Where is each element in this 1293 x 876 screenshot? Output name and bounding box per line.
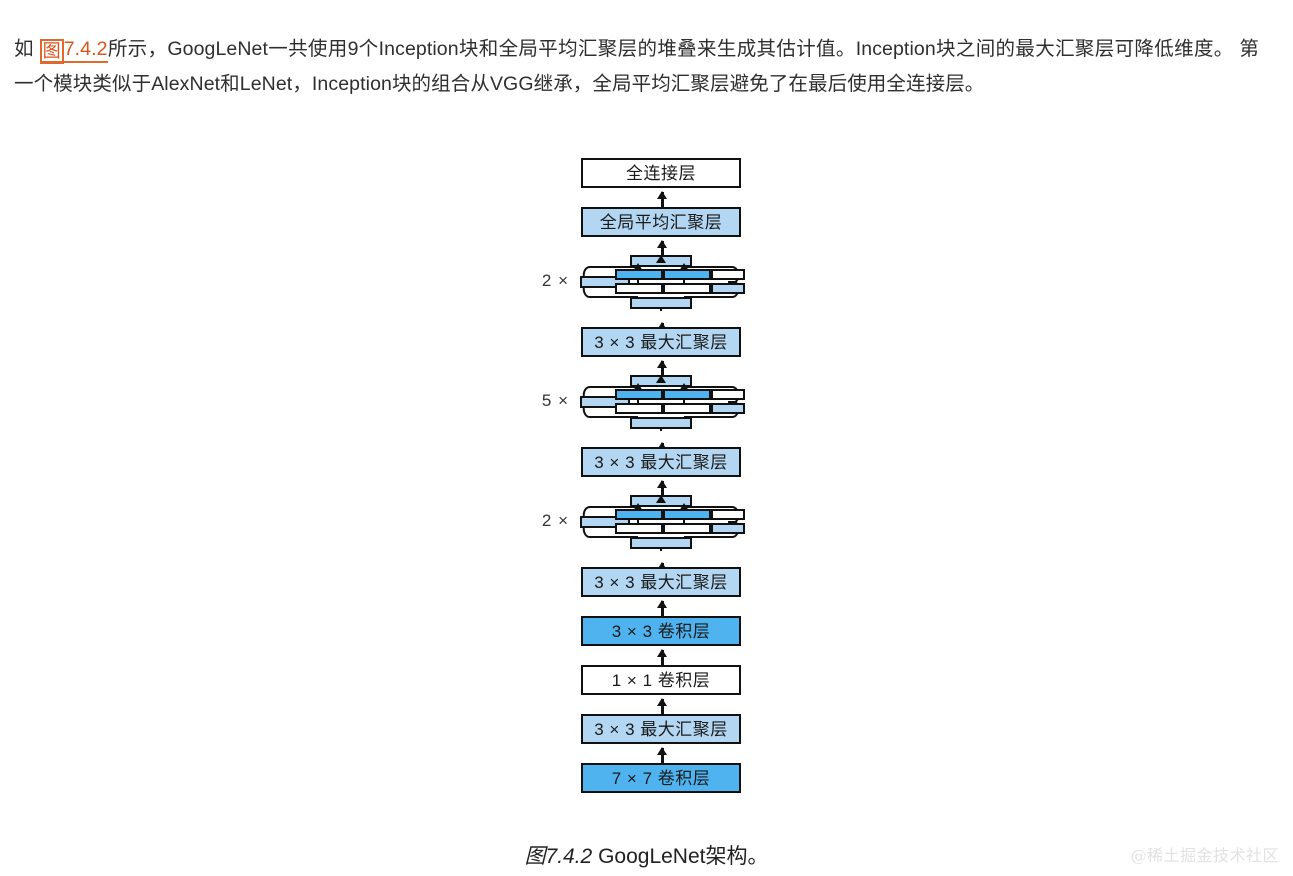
link-figure-label: 图 <box>39 38 64 64</box>
figure-caption-number: 图7.4.2 <box>524 845 593 868</box>
node-maxpool-2: 3 × 3 最大汇聚层 <box>581 567 741 597</box>
paragraph-prefix: 如 <box>14 37 40 60</box>
arrow-gap-to-fc <box>657 191 666 213</box>
watermark: @稀土掘金技术社区 <box>1130 846 1279 865</box>
node-maxpool-1: 3 × 3 最大汇聚层 <box>581 714 741 744</box>
inception-block-middle <box>576 373 746 431</box>
multiplier-inception-top: 2 × <box>541 271 569 290</box>
arrow-conv77-to-pool1 <box>657 747 666 768</box>
arrow-pool1-to-conv11 <box>657 698 666 719</box>
multiplier-inception-middle: 5 × <box>541 391 569 410</box>
inception-block-top <box>576 253 746 311</box>
node-fully-connected: 全连接层 <box>581 158 741 188</box>
link-figure-number: 7.4.2 <box>63 37 108 60</box>
arrow-incep2-to-pool4 <box>657 360 666 383</box>
node-global-avg-pool: 全局平均汇聚层 <box>581 207 741 237</box>
node-maxpool-3: 3 × 3 最大汇聚层 <box>581 447 741 477</box>
node-conv-1x1: 1 × 1 卷积层 <box>581 665 741 695</box>
arrow-incep1-to-pool3 <box>657 480 666 503</box>
node-maxpool-4: 3 × 3 最大汇聚层 <box>581 327 741 357</box>
arrow-conv33-to-pool2 <box>657 600 666 621</box>
figure-caption: 图7.4.2 GoogLeNet架构。 <box>0 840 1293 870</box>
arrow-conv11-to-conv33 <box>657 649 666 670</box>
paragraph-body: 所示，GoogLeNet一共使用9个Inception块和全局平均汇聚层的堆叠来… <box>14 37 1259 95</box>
node-conv-7x7: 7 × 7 卷积层 <box>581 763 741 793</box>
multiplier-inception-bottom: 2 × <box>541 511 569 530</box>
googlenet-architecture-figure: 全连接层 全局平均汇聚层 2 × <box>0 140 1293 820</box>
inception-block-bottom <box>576 493 746 551</box>
node-conv-3x3: 3 × 3 卷积层 <box>581 616 741 646</box>
figure-caption-text: GoogLeNet架构。 <box>592 845 769 868</box>
arrow-incep3-to-gap <box>657 240 666 263</box>
